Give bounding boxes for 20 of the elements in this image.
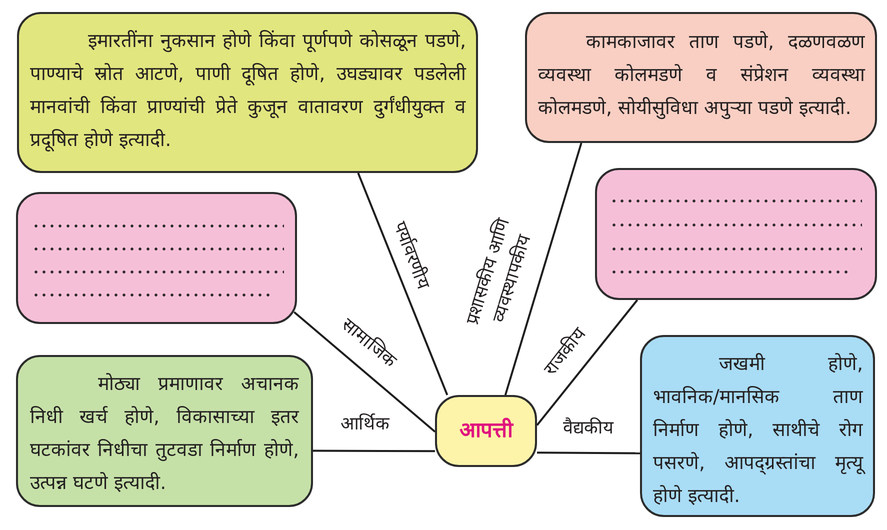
connector-line [357, 172, 448, 396]
topic-label: आपत्ती [460, 418, 512, 444]
answer-box [595, 168, 877, 300]
callout-box [16, 355, 313, 507]
callout-box [17, 12, 478, 173]
description-text: कामकाजावर ताण पडणे, दळणवळण व्यवस्था कोलमडणे व संप्रेशन व्यवस्था कोलमडणे, सोयीसुविधा अपुऱ्या पडणे इत्यादी. [538, 30, 865, 122]
topic-box [435, 395, 537, 467]
description-text: इमारतींना नुकसान होणे किंवा पूर्णपणे कोसळून पडणे, पाण्याचे स्रोत आटणे, पाणी दूषित होणे, उघड्यावर पडलेली मानवांची किंवा प्राण्यांची प्रेते कुजून वातावरण दुर्गंधीयुक्त व प्रदूषित होणे इत्यादी. [30, 29, 466, 154]
edge-label: आर्थिक [340, 412, 390, 436]
connector-line [504, 142, 582, 396]
edge-label: वैद्यकीय [563, 416, 613, 440]
connector-line [294, 311, 436, 432]
callout-box [640, 335, 875, 517]
connector-line [537, 452, 640, 454]
connector-line [536, 299, 638, 426]
connector-line [313, 450, 435, 452]
answer-box [16, 192, 297, 324]
callout-box [525, 12, 877, 143]
description-text: जखमी होणे, भावनिक/मानसिक ताण निर्माण होणे, साथीचे रोग पसरणे, आपद्ग्रस्तांचा मृत्यू होणे इत्यादी. [653, 348, 863, 513]
description-text: मोठ्या प्रमाणावर अचानक निधी खर्च होणे, विकासाच्या इतर घटकांवर निधीचा तुटवडा निर्माण होणे, उत्पन्न घटणे इत्यादी. [30, 372, 299, 496]
